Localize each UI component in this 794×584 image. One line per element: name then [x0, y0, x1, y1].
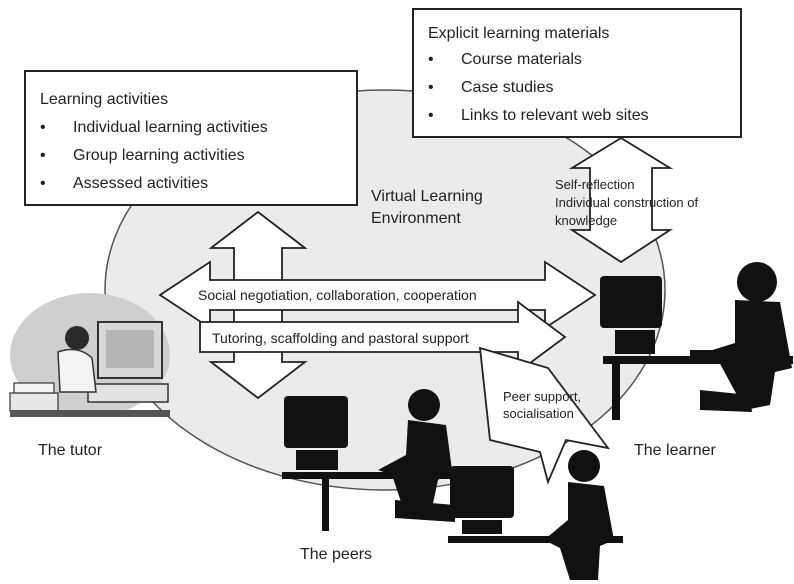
materials-arrow — [568, 136, 674, 264]
learning-activity-item: •Group learning activities — [40, 147, 245, 164]
learning-activity-item: •Assessed activities — [40, 175, 209, 192]
social-negotiation-label: Social negotiation, collaboration, coope… — [198, 287, 477, 303]
vle-label: Virtual Learning Environment — [371, 188, 483, 227]
learner-label: The learner — [634, 442, 716, 459]
learner-figure — [600, 262, 793, 420]
tutoring-arrow — [199, 300, 567, 374]
learning-activities-box: Learning activities •Individual learning… — [24, 70, 358, 206]
learning-activities-title: Learning activities — [40, 91, 169, 108]
peer-figure-1 — [282, 389, 457, 531]
social-negotiation-arrow — [158, 260, 597, 330]
tutoring-label: Tutoring, scaffolding and pastoral suppo… — [212, 330, 469, 346]
peer-support-callout — [478, 346, 611, 485]
tutor-label: The tutor — [38, 442, 103, 459]
tutor-head — [65, 326, 89, 350]
tutor-figure — [9, 321, 170, 417]
learning-material-item: •Course materials — [428, 51, 582, 68]
learning-materials-title: Explicit learning materials — [428, 25, 610, 42]
peer-figure-2 — [448, 450, 623, 580]
learning-activity-item: •Individual learning activities — [40, 119, 268, 136]
peer-support-label: Peer support, socialisation — [503, 389, 582, 421]
self-reflection-label: Self-reflection Individual construction … — [555, 177, 699, 228]
learning-material-item: •Case studies — [428, 79, 554, 96]
learning-material-item: •Links to relevant web sites — [428, 107, 649, 124]
peers-label: The peers — [300, 546, 373, 563]
learning-materials-box: Explicit learning materials •Course mate… — [412, 8, 742, 138]
